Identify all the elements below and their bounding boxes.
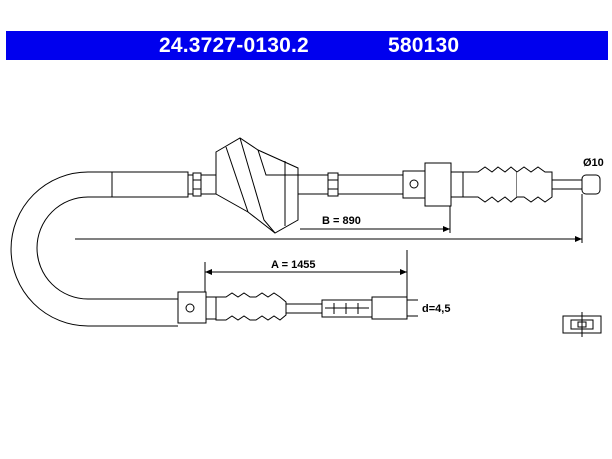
clamp-right — [327, 172, 339, 197]
grommet — [215, 137, 299, 234]
ferrule-upper — [402, 170, 426, 199]
cable-sheath-outer — [10, 171, 178, 327]
cable-nipple — [581, 174, 601, 195]
title-bar: 24.3727-0130.2 580130 — [6, 31, 608, 60]
cable-sleeve — [111, 171, 189, 198]
dimension-a-label: A = 1455 — [271, 259, 316, 271]
article-code: 580130 — [388, 34, 460, 57]
dimension-b-label: B = 890 — [322, 215, 361, 227]
clamp-left — [192, 172, 202, 197]
diameter-label: Ø10 — [583, 157, 604, 169]
bellows-upper — [462, 166, 518, 203]
adjuster-housing — [424, 162, 452, 207]
part-number: 24.3727-0130.2 — [159, 34, 309, 57]
ferrule-lower — [177, 291, 207, 324]
wire-diameter-label: d=4,5 — [422, 303, 450, 315]
end-fitting — [371, 296, 408, 320]
cable-sheath-inner — [36, 196, 178, 300]
bellows-lower — [215, 292, 287, 321]
